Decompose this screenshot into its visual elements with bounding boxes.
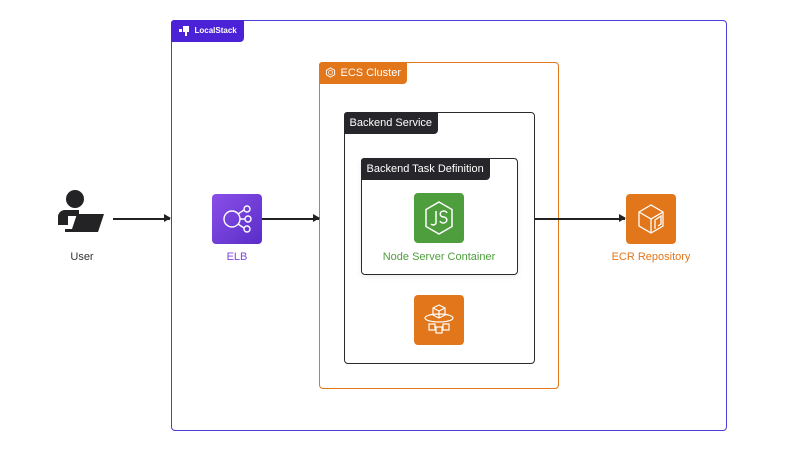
user-laptop-icon [58,190,104,232]
node-server-container-label: Node Server Container [382,251,496,263]
ecr-node[interactable] [626,194,676,244]
nodejs-icon [425,201,453,235]
user-label: User [70,251,94,263]
task-definition-group: Backend Task Definition [360,157,518,275]
elb-node[interactable] [212,194,262,244]
elb-icon [223,205,252,233]
ecr-icon [638,204,664,234]
elb-label: ELB [226,251,248,263]
localstack-tab: LocalStack [170,19,244,42]
node-server-container-node[interactable] [414,193,464,243]
ecs-cluster-label: ECS Cluster [340,66,402,79]
ecs-cluster-tab: ECS Cluster [318,61,408,84]
ecs-cluster-group: ECS Cluster [318,61,559,389]
ecr-label: ECR Repository [611,251,691,263]
task-definition-label: Backend Task Definition [366,162,484,175]
ecs-cluster-icon [325,67,335,78]
fargate-icon [424,304,454,334]
user-to-localstack-arrow [113,215,171,221]
backend-service-group: Backend Service [343,111,535,364]
service-to-ecr-arrow [535,215,626,221]
localstack-logo-icon [178,25,189,36]
backend-service-tab: Backend Service [343,111,439,134]
elb-to-ecs-arrow [262,215,320,221]
localstack-boundary: LocalStack [170,19,727,431]
task-definition-tab: Backend Task Definition [360,157,490,180]
fargate-node[interactable] [414,295,464,345]
localstack-label: LocalStack [194,25,237,35]
backend-service-label: Backend Service [349,116,433,129]
